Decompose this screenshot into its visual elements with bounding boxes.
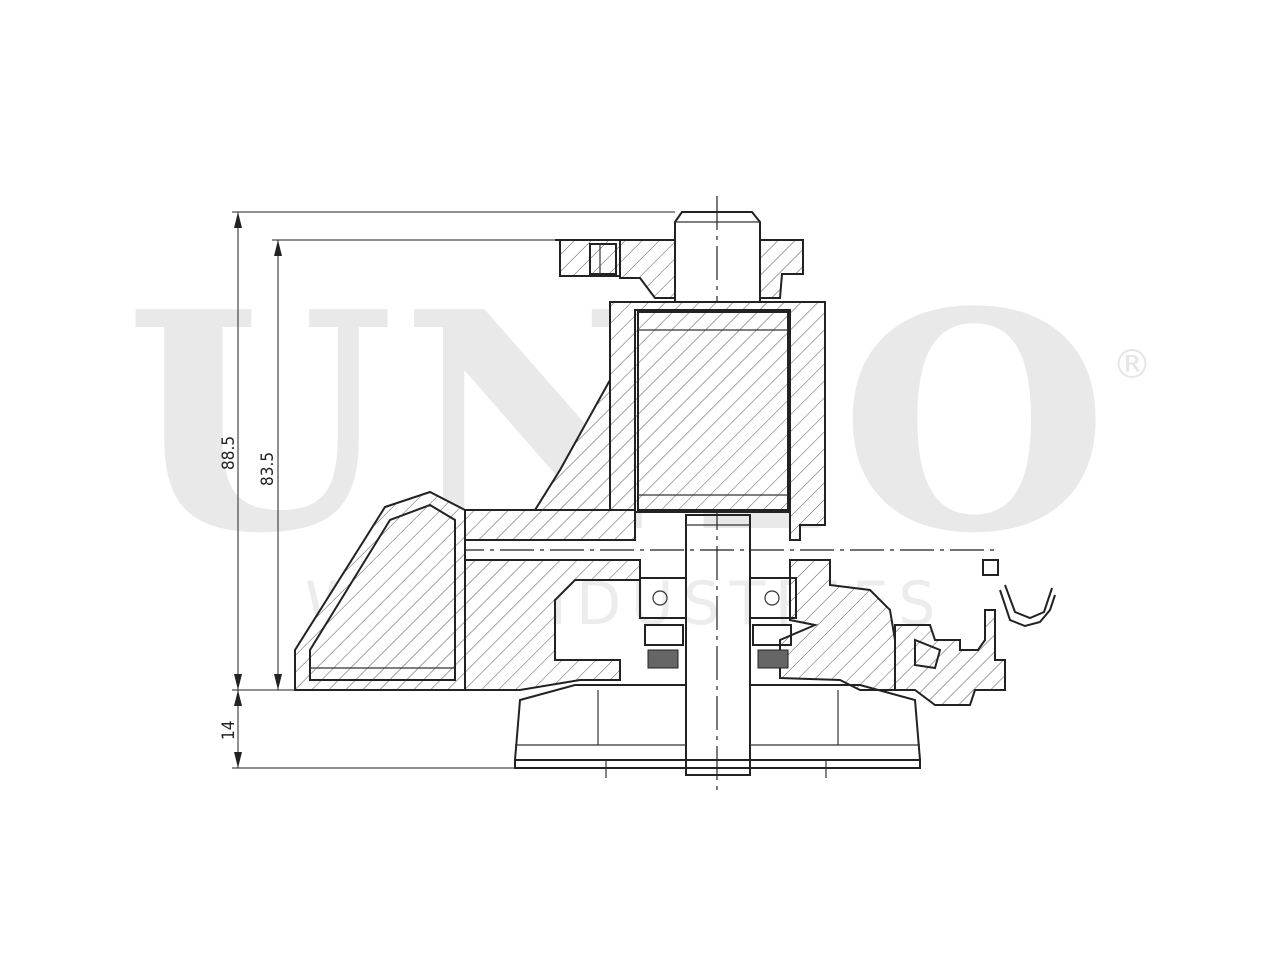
pump-body	[464, 509, 1006, 706]
dimension-88-5	[232, 211, 675, 690]
svg-text:®: ®	[1112, 342, 1152, 388]
hub-flange	[555, 239, 804, 299]
dimension-14	[232, 689, 515, 769]
dimension-label-inner-height: 83.5	[258, 452, 278, 486]
outlet-clip	[982, 559, 1056, 628]
dimension-label-hub-height: 14	[219, 721, 239, 740]
dimension-83-5	[272, 239, 555, 690]
mechanical-seal	[639, 577, 797, 669]
impeller	[513, 684, 922, 778]
bearing-housing	[609, 301, 826, 541]
dimension-label-overall-height: 88.5	[219, 436, 239, 470]
